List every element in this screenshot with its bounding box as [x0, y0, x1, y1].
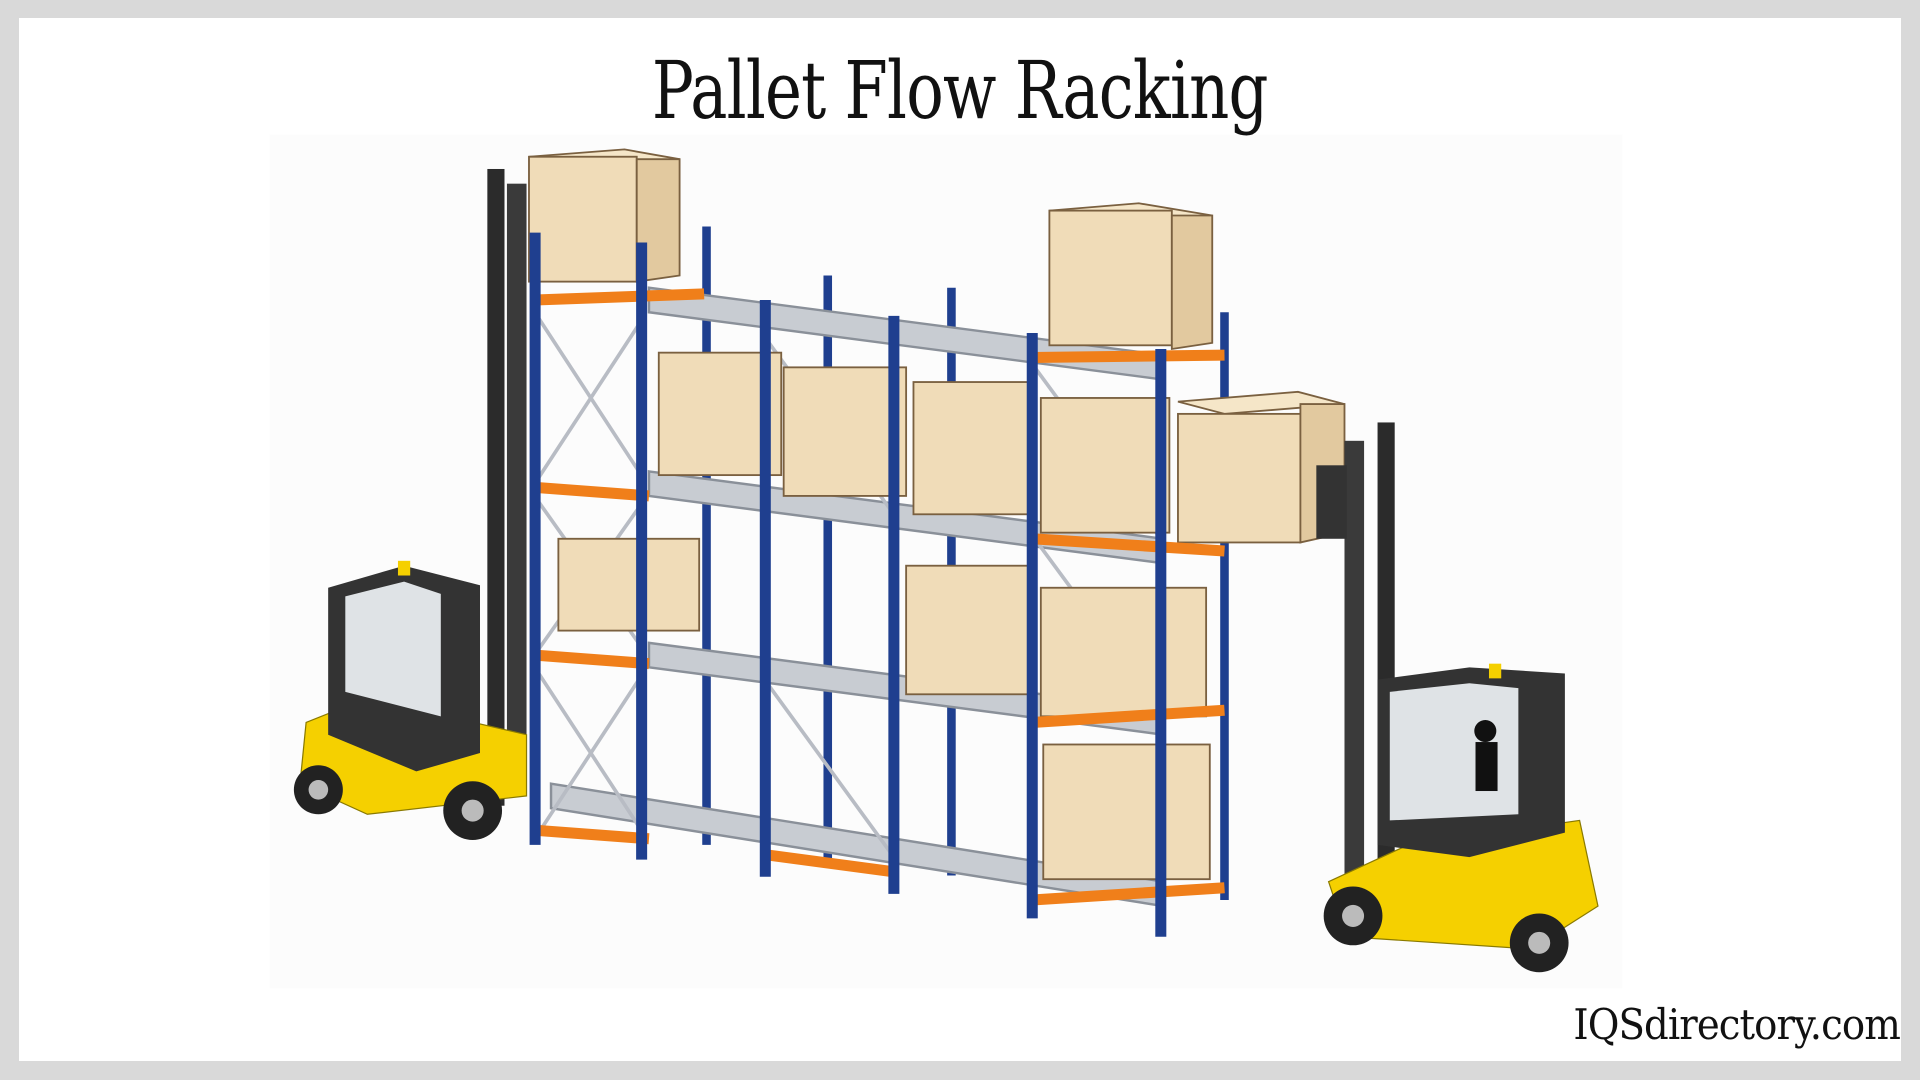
box — [1039, 586, 1208, 718]
box — [1039, 397, 1171, 534]
forklift-right — [1316, 422, 1599, 973]
rack-front-uprights — [529, 232, 1167, 937]
title-text: Pallet Flow Racking — [652, 44, 1269, 137]
forklift-left — [293, 168, 528, 840]
box — [1042, 743, 1211, 881]
watermark-text: IQSdirectory.com — [1573, 1000, 1900, 1049]
box — [528, 148, 681, 283]
watermark-logo: IQSdirectory.com — [1545, 1000, 1900, 1049]
box — [912, 381, 1037, 516]
box — [1048, 202, 1214, 351]
box — [905, 564, 1030, 696]
page-title: Pallet Flow Racking — [0, 44, 1920, 137]
rack-beams — [534, 288, 1225, 906]
pallet-boxes — [528, 148, 1346, 881]
box — [782, 366, 908, 497]
box — [557, 537, 701, 632]
